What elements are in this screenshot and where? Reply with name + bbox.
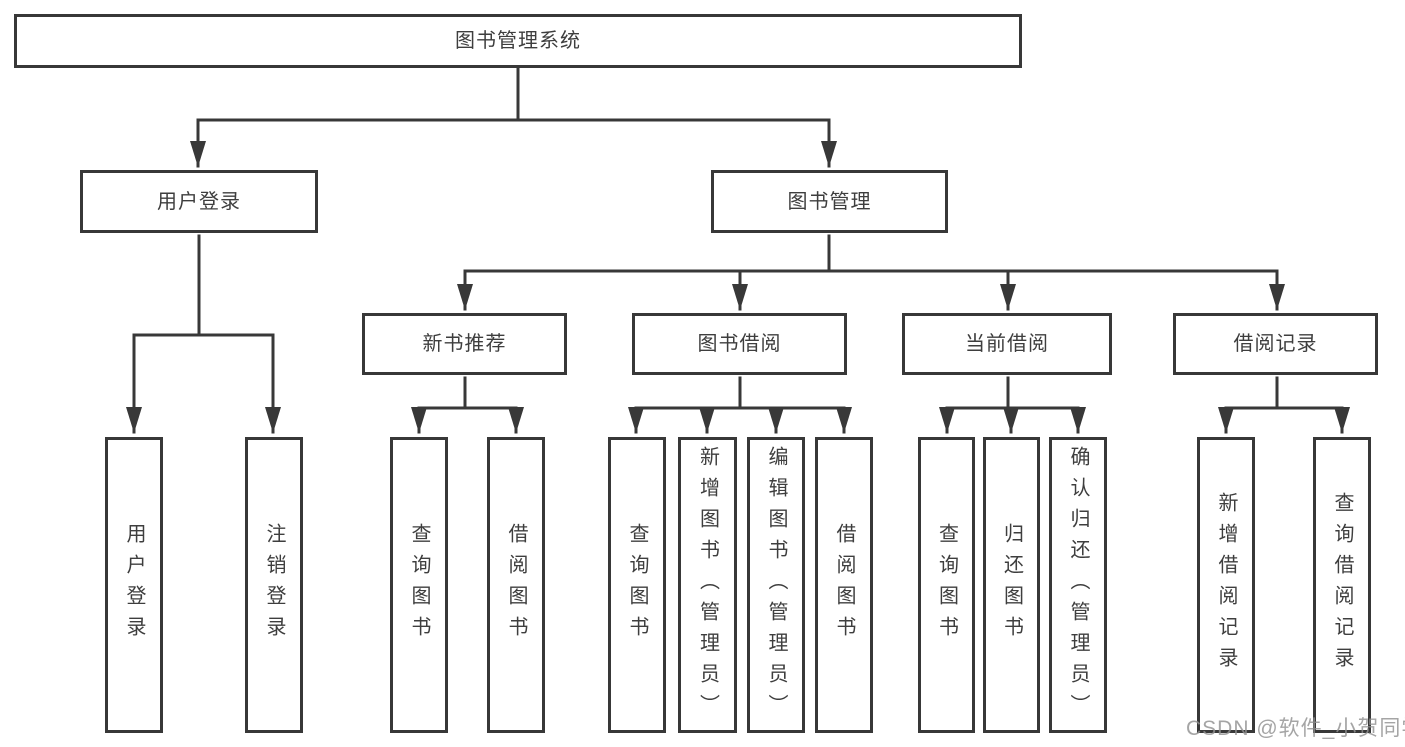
- node-label: 注销登录: [263, 523, 285, 647]
- node-label: 图书管理: [787, 190, 872, 213]
- node-book-management-branch: 图书管理: [711, 170, 948, 233]
- node-label: 查询图书: [935, 523, 958, 647]
- node-label: 当前借阅: [965, 333, 1049, 355]
- node-nb-search-books: 查询图书: [390, 437, 448, 733]
- node-user-login-leaf: 用户登录: [105, 437, 163, 733]
- node-cb-search-books: 查询图书: [918, 437, 975, 733]
- node-cb-return-books: 归还图书: [983, 437, 1040, 733]
- node-label: 用户登录: [157, 190, 241, 213]
- node-borrow-records: 借阅记录: [1173, 313, 1378, 375]
- node-label: 借阅记录: [1233, 333, 1318, 355]
- node-label: 借阅图书: [833, 523, 855, 647]
- node-logout-leaf: 注销登录: [245, 437, 303, 733]
- node-label: 查询借阅记录: [1331, 492, 1353, 678]
- node-label: 查询图书: [626, 523, 648, 647]
- node-br-search-record: 查询借阅记录: [1313, 437, 1371, 733]
- node-label: 归还图书: [1000, 523, 1023, 647]
- node-bb-add-books-admin: 新增图书（管理员）: [678, 437, 737, 733]
- node-label: 借阅图书: [505, 523, 527, 647]
- node-user-login-branch: 用户登录: [80, 170, 318, 233]
- node-label: 查询图书: [408, 523, 430, 647]
- node-book-borrowing: 图书借阅: [632, 313, 847, 375]
- node-cb-confirm-return-admin: 确认归还（管理员）: [1049, 437, 1107, 733]
- node-bb-search-books: 查询图书: [608, 437, 666, 733]
- csdn-watermark: CSDN @软件_小贺同学: [1186, 717, 1405, 740]
- node-label: 编辑图书（管理员）: [765, 445, 787, 725]
- node-label: 新书推荐: [422, 333, 507, 355]
- node-bb-edit-books-admin: 编辑图书（管理员）: [747, 437, 805, 733]
- node-root-system: 图书管理系统: [14, 14, 1022, 68]
- node-br-add-record: 新增借阅记录: [1197, 437, 1255, 733]
- node-bb-borrow-books: 借阅图书: [815, 437, 873, 733]
- node-label: 新增借阅记录: [1215, 492, 1237, 678]
- node-label: 确认归还（管理员）: [1067, 445, 1089, 725]
- node-label: 图书借阅: [697, 333, 782, 355]
- node-new-book-recommend: 新书推荐: [362, 313, 567, 375]
- node-current-borrowing: 当前借阅: [902, 313, 1112, 375]
- node-nb-borrow-books: 借阅图书: [487, 437, 545, 733]
- node-label: 图书管理系统: [455, 30, 581, 52]
- node-label: 新增图书（管理员）: [696, 445, 719, 725]
- node-label: 用户登录: [123, 523, 145, 647]
